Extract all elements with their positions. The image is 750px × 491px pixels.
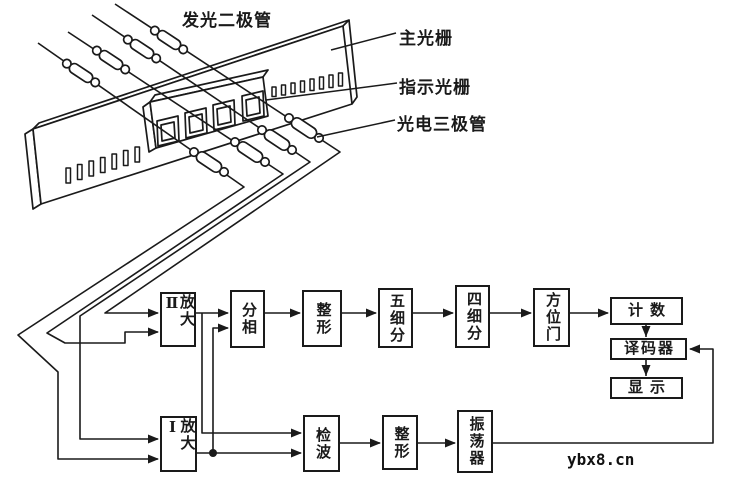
block-decoder: 译码器 [610, 338, 687, 360]
wire-channel-4 [104, 3, 341, 314]
wire-channel-2 [46, 31, 284, 344]
led-capsule-2 [91, 45, 131, 75]
led-array [61, 25, 189, 88]
block-shaper-2: 整形 [382, 415, 418, 470]
phototransistor-array [188, 113, 325, 177]
watermark-text: ybx8.cn [567, 450, 635, 469]
label-phototransistor: 光电三极管 [397, 115, 487, 134]
block-counter: 计数 [610, 297, 683, 325]
phototransistor-capsule-2 [229, 137, 271, 167]
phototransistor-capsule-3 [256, 125, 298, 155]
main-grating-slots-right [271, 72, 344, 98]
block-display: 显示 [610, 377, 683, 399]
block-oscillator: 振荡器 [457, 410, 493, 473]
wire-channel-3 [79, 14, 311, 440]
block-amplifier-2: 放大Ⅱ [160, 292, 196, 347]
flow-arrowheads [148, 308, 700, 464]
tap-amp2-to-detect [201, 313, 301, 434]
led-capsule-4 [149, 25, 189, 55]
leader-lines [265, 32, 398, 138]
main-grating-slots-left [65, 146, 141, 184]
block-phase-splitter: 分相 [230, 290, 265, 348]
label-indicator-grating: 指示光栅 [399, 78, 471, 97]
indicator-grating [142, 69, 269, 153]
led-capsule-3 [122, 34, 162, 64]
oscillator-feedback [493, 348, 714, 444]
leader-main-grating [330, 32, 397, 51]
block-shaper-1: 整形 [302, 290, 342, 347]
phototransistor-capsule-1 [188, 147, 230, 177]
leader-indicator-grating [265, 82, 398, 101]
block-five-subdivision: 五细分 [378, 288, 413, 348]
label-led: 发光二极管 [182, 11, 272, 30]
block-direction-gate: 方位门 [533, 288, 570, 347]
label-main-grating: 主光栅 [399, 29, 453, 48]
block-detector: 检波 [303, 415, 340, 472]
junction-dot [209, 449, 217, 457]
leader-phototransistor [316, 119, 396, 138]
branch-to-phase [212, 327, 228, 453]
led-capsule-1 [61, 58, 101, 88]
block-four-subdivision: 四细分 [455, 285, 490, 348]
block-amplifier-1: 放大Ⅰ [160, 416, 197, 472]
